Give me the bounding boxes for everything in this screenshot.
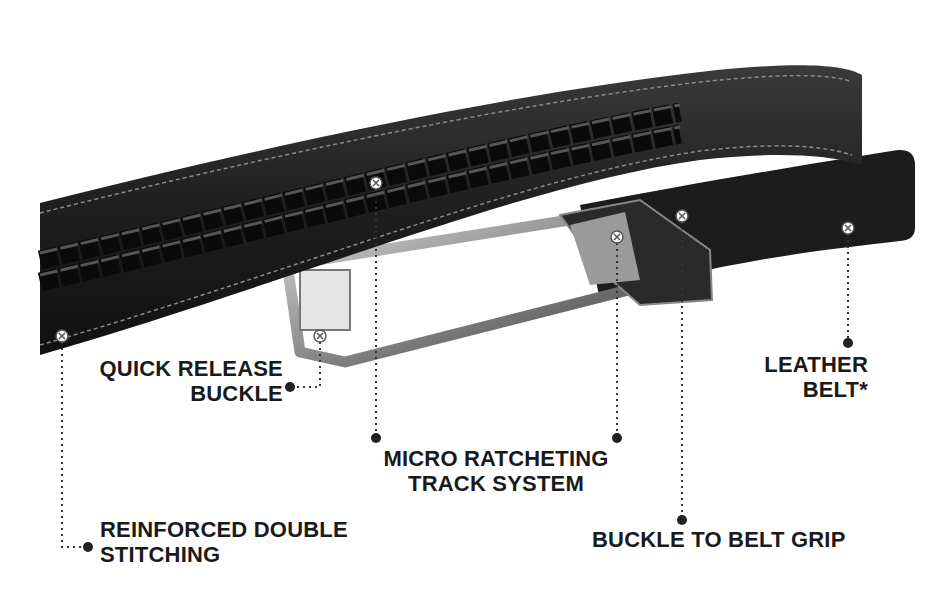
- ratchet-highlight: [40, 105, 680, 253]
- callout-label: QUICK RELEASE BUCKLE: [43, 356, 283, 406]
- callout-label: REINFORCED DOUBLE STITCHING: [100, 517, 390, 567]
- buckle-clamp: [560, 200, 712, 305]
- front-strap: [40, 65, 862, 355]
- callout-label: LEATHER BELT*: [728, 352, 868, 402]
- ratchet-track: [40, 134, 680, 282]
- buckle-tab: [300, 270, 350, 330]
- callout-label: BUCKLE TO BELT GRIP: [592, 527, 846, 552]
- ratchet-track: [40, 112, 680, 260]
- callout-label: MICRO RATCHETING TRACK SYSTEM: [346, 446, 646, 496]
- leader-markers: [56, 177, 854, 342]
- ratchet-highlight: [40, 127, 680, 275]
- buckle-lever: [570, 212, 640, 285]
